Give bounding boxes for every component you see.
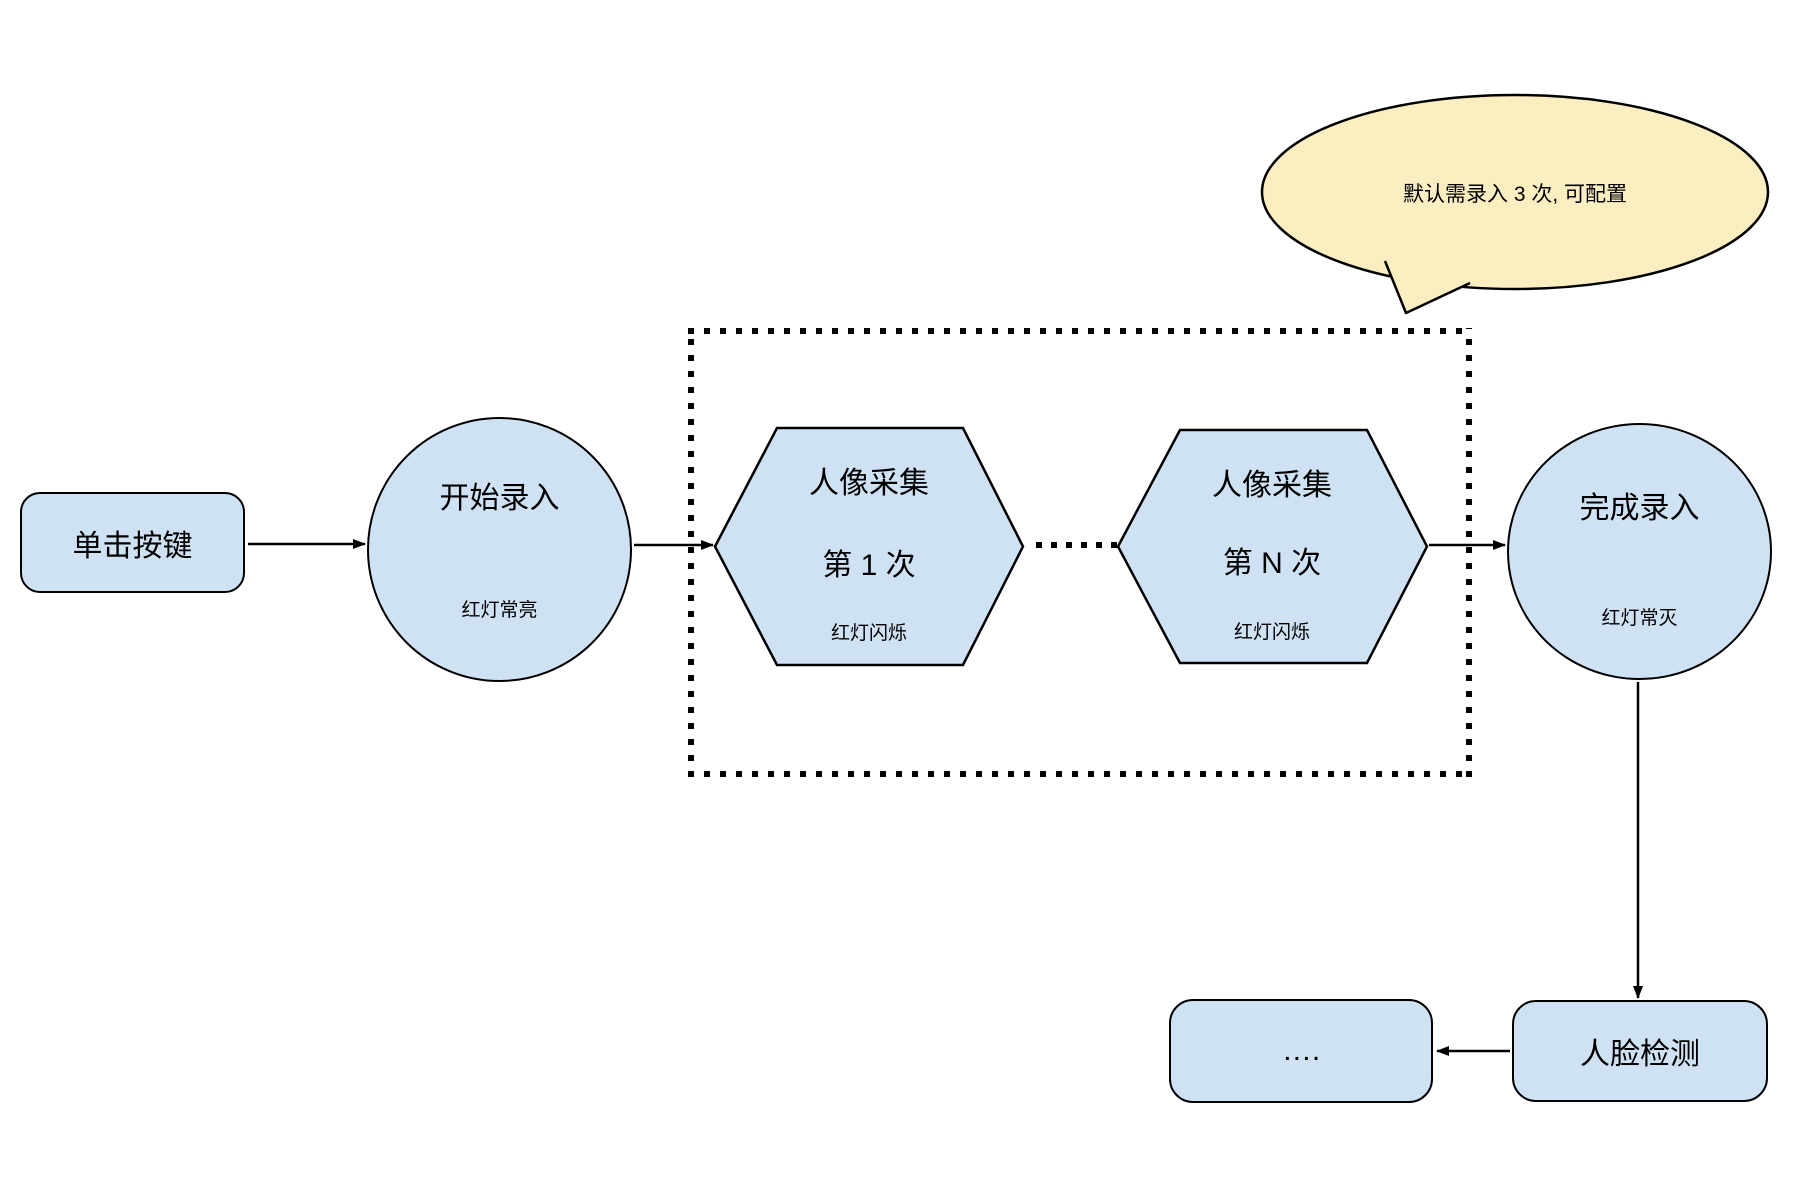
node-capture-first-hexagon — [713, 426, 1025, 667]
finish-record-title: 完成录入 — [1579, 492, 1700, 525]
finish-record-subtitle: 红灯常灭 — [1601, 608, 1678, 629]
callout-bubble — [1260, 93, 1770, 291]
node-start-record — [367, 417, 632, 682]
callout-text: 默认需录入 3 次, 可配置 — [1402, 183, 1628, 206]
callout-bubble-tail — [1383, 260, 1471, 315]
node-face-detect-label: 人脸检测 — [1580, 1038, 1700, 1071]
capture-first-title: 人像采集 — [809, 467, 929, 500]
capture-first-subtitle: 红灯闪烁 — [830, 623, 907, 644]
capture-nth-count: 第 N 次 — [1222, 547, 1322, 580]
start-record-title: 开始录入 — [439, 482, 560, 515]
node-click-button: 单击按键 — [20, 492, 245, 593]
node-face-detect: 人脸检测 — [1512, 1000, 1768, 1102]
node-finish-record — [1507, 423, 1772, 680]
node-continuation: …. — [1169, 999, 1433, 1103]
capture-first-count: 第 1 次 — [822, 549, 916, 582]
start-record-subtitle: 红灯常亮 — [461, 600, 538, 621]
node-capture-nth-hexagon — [1116, 428, 1429, 665]
capture-nth-subtitle: 红灯闪烁 — [1233, 622, 1310, 643]
capture-nth-title: 人像采集 — [1212, 469, 1332, 502]
node-continuation-label: …. — [1281, 1034, 1321, 1067]
node-click-button-label: 单击按键 — [72, 529, 193, 563]
